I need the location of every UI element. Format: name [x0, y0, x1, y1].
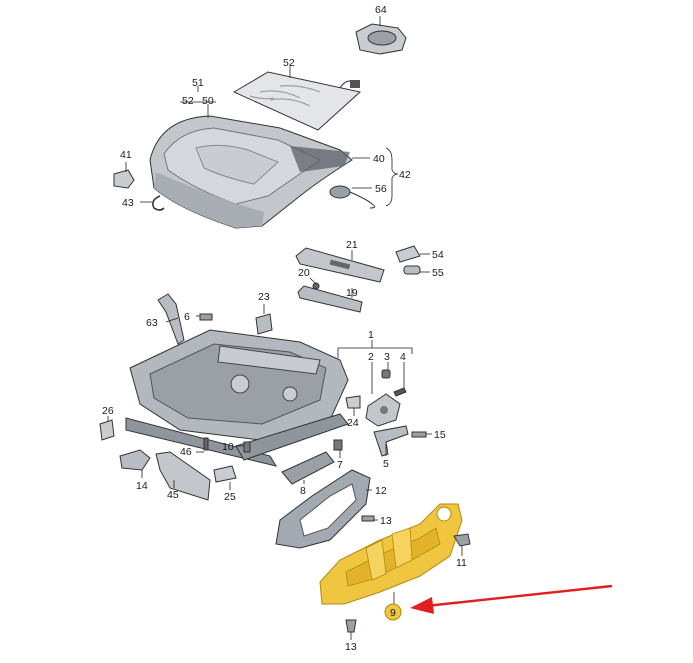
label-55: 55: [432, 267, 444, 279]
part-12: [275, 469, 378, 549]
label-42: 42: [399, 169, 411, 181]
label-51: 51: [192, 77, 204, 89]
part-26: [99, 416, 115, 441]
label-9: 9: [390, 607, 396, 619]
label-8: 8: [300, 485, 306, 497]
part-63-6-23: [157, 293, 273, 345]
label-54: 54: [432, 249, 444, 261]
part-2-3-4-5-15: [365, 362, 432, 457]
label-20: 20: [298, 267, 310, 279]
part-46-14-45-25: [119, 437, 237, 501]
label-24: 24: [347, 417, 359, 429]
part-21-19-20: [295, 247, 385, 313]
label-4: 4: [400, 351, 406, 363]
label-63: 63: [146, 317, 158, 329]
part-64: [355, 16, 407, 55]
label-7: 7: [337, 459, 343, 471]
label-26: 26: [102, 405, 114, 417]
label-15: 15: [434, 429, 446, 441]
label-50: 50: [202, 95, 214, 107]
label-43: 43: [122, 197, 134, 209]
label-1: 1: [368, 329, 374, 341]
part-24-7-10: [236, 395, 361, 458]
label-13-upper: 13: [380, 515, 392, 527]
label-3: 3: [384, 351, 390, 363]
label-13-lower: 13: [345, 641, 357, 653]
part-seat-frame: [125, 329, 413, 467]
label-12: 12: [375, 485, 387, 497]
label-10: 10: [222, 441, 234, 453]
label-14: 14: [136, 480, 148, 492]
label-46: 46: [180, 446, 192, 458]
part-40-56: [329, 147, 399, 209]
label-64: 64: [375, 4, 387, 16]
label-19: 19: [346, 287, 358, 299]
label-41: 41: [120, 149, 132, 161]
label-25: 25: [224, 491, 236, 503]
part-9-highlighted: [319, 503, 463, 621]
label-40: 40: [373, 153, 385, 165]
label-45: 45: [167, 489, 179, 501]
label-6: 6: [184, 311, 190, 323]
callout-labels: 64 52 51 52 50 40 42 56 41 43 21 54 55 2…: [102, 4, 467, 653]
red-arrow: [410, 584, 613, 614]
label-5: 5: [383, 458, 389, 470]
label-11: 11: [456, 557, 467, 569]
label-2: 2: [368, 351, 374, 363]
part-8: [281, 451, 335, 485]
part-41-43-clips: [113, 162, 165, 211]
label-52-cushion: 52: [182, 95, 194, 107]
part-50-seat-cushion: [149, 86, 353, 229]
part-52-heating-mat: [232, 66, 362, 131]
label-56: 56: [375, 183, 387, 195]
part-11-13: [345, 533, 471, 640]
label-21: 21: [346, 239, 358, 251]
label-23: 23: [258, 291, 270, 303]
part-54-55: [395, 245, 430, 275]
label-52-mat: 52: [283, 57, 295, 69]
